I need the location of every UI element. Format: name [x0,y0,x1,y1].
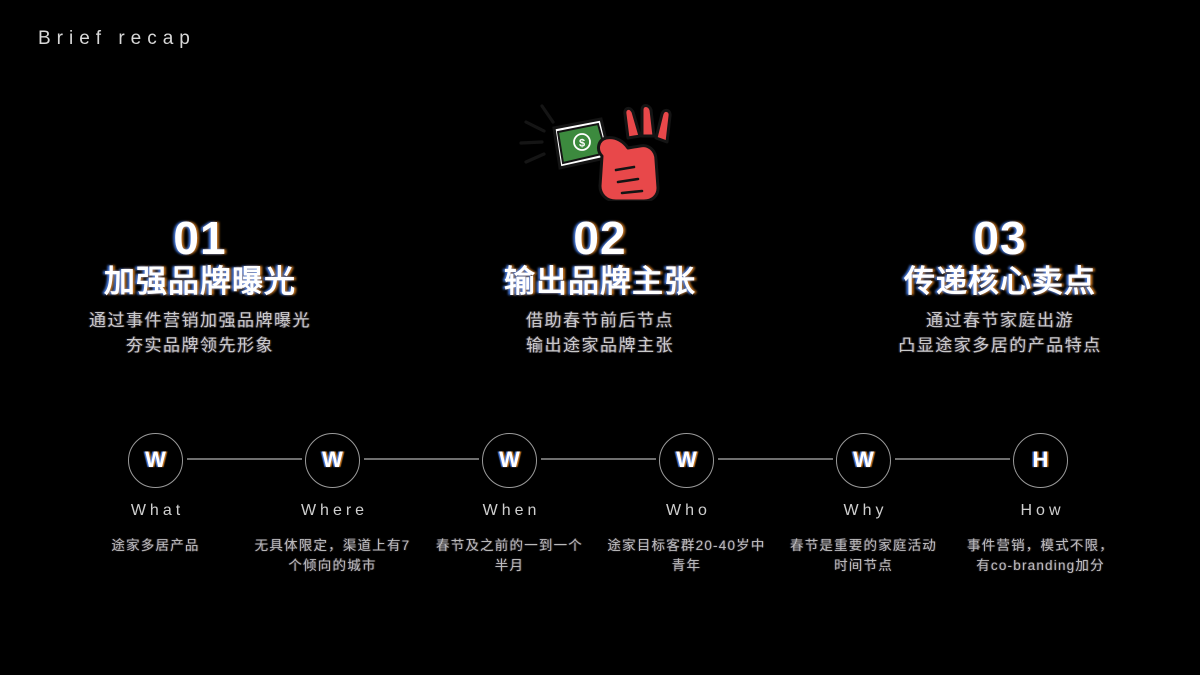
framework-connector-line [541,458,656,460]
framework-circle: W [836,432,891,488]
framework-description: 春节及之前的一到一个半月 [436,538,583,574]
objective-number: 02 [573,212,627,264]
framework-circle: W [128,432,183,488]
objective-heading: 加强品牌曝光 [104,264,296,300]
objective-description: 通过事件营销加强品牌曝光 夯实品牌领先形象 [10,309,390,358]
framework-circle-wrap: W [775,424,1010,496]
framework-5w1h: W What 途家多居产品 W Where 无具体限定，渠道上有7个倾向的城市 [0,424,1200,654]
objective-description-line-2: 夯实品牌领先形象 [126,335,274,355]
red-claw [597,104,672,201]
framework-connector-line [187,458,302,460]
framework-description: 无具体限定，渠道上有7个倾向的城市 [254,538,411,574]
framework-circle: W [482,432,537,488]
objective-number: 03 [973,212,1027,264]
framework-description: 途家多居产品 [111,538,200,553]
framework-initial: W [145,447,166,472]
framework-label: Where [300,502,369,519]
framework-initial: W [676,447,697,472]
objective-column-01: 01 加强品牌曝光 通过事件营销加强品牌曝光 夯实品牌领先形象 [0,214,400,358]
claw-money-svg: $ [519,104,672,201]
framework-label: What [130,502,185,519]
framework-node-when: W When 春节及之前的一到一个半月 [421,424,656,577]
framework-label: Who [666,502,711,519]
objective-description-line-1: 通过事件营销加强品牌曝光 [89,310,311,330]
framework-description: 事件营销，模式不限，有co-branding加分 [967,538,1114,574]
objective-description-line-1: 通过春节家庭出游 [926,310,1074,330]
framework-circle-wrap: W [421,424,656,496]
framework-node-where: W Where 无具体限定，渠道上有7个倾向的城市 [244,424,479,577]
objective-description-line-2: 凸显途家多居的产品特点 [898,335,1102,355]
framework-label: When [482,502,541,519]
objectives-row: 01 加强品牌曝光 通过事件营销加强品牌曝光 夯实品牌领先形象 02 输出品牌主… [0,214,1200,384]
framework-initial: W [499,447,520,472]
framework-circle-wrap: W [67,424,302,496]
objective-column-03: 03 传递核心卖点 通过春节家庭出游 凸显途家多居的产品特点 [800,214,1200,358]
objective-description-line-2: 输出途家品牌主张 [526,335,674,355]
framework-connector-line [364,458,479,460]
framework-node-how: H How 事件营销，模式不限，有co-branding加分 [952,424,1129,577]
framework-initial: W [322,447,343,472]
claw-shading [614,165,644,195]
framework-node-row: W What 途家多居产品 W Where 无具体限定，渠道上有7个倾向的城市 [67,424,1133,577]
framework-circle-wrap: W [598,424,833,496]
framework-circle: W [305,432,360,488]
objective-description: 借助春节前后节点 输出途家品牌主张 [410,309,790,358]
framework-circle-wrap: W [244,424,479,496]
framework-label: Why [843,502,888,519]
framework-initial: H [1032,447,1049,472]
claw-with-money-illustration: $ [506,96,696,201]
framework-description: 途家目标客群20-40岁中青年 [607,538,766,574]
objective-description-line-1: 借助春节前后节点 [526,310,674,330]
objective-column-02: 02 输出品牌主张 借助春节前后节点 输出途家品牌主张 [400,214,800,358]
framework-circle-wrap: H [952,424,1129,496]
objective-heading: 输出品牌主张 [504,264,696,300]
framework-label: How [1020,502,1065,519]
framework-initial: W [853,447,874,472]
page-title: Brief recap [38,28,196,49]
sparkle-lines [519,104,555,164]
framework-circle: H [1013,432,1068,488]
framework-connector-line [718,458,833,460]
objective-number: 01 [173,212,227,264]
framework-node-who: W Who 途家目标客群20-40岁中青年 [598,424,833,577]
objective-heading: 传递核心卖点 [904,264,1096,300]
framework-circle: W [659,432,714,488]
objective-description: 通过春节家庭出游 凸显途家多居的产品特点 [810,309,1190,358]
framework-description: 春节是重要的家庭活动时间节点 [790,538,937,574]
svg-text:$: $ [579,138,585,150]
framework-node-what: W What 途家多居产品 [67,424,302,556]
framework-node-why: W Why 春节是重要的家庭活动时间节点 [775,424,1010,577]
framework-connector-line [895,458,1010,460]
